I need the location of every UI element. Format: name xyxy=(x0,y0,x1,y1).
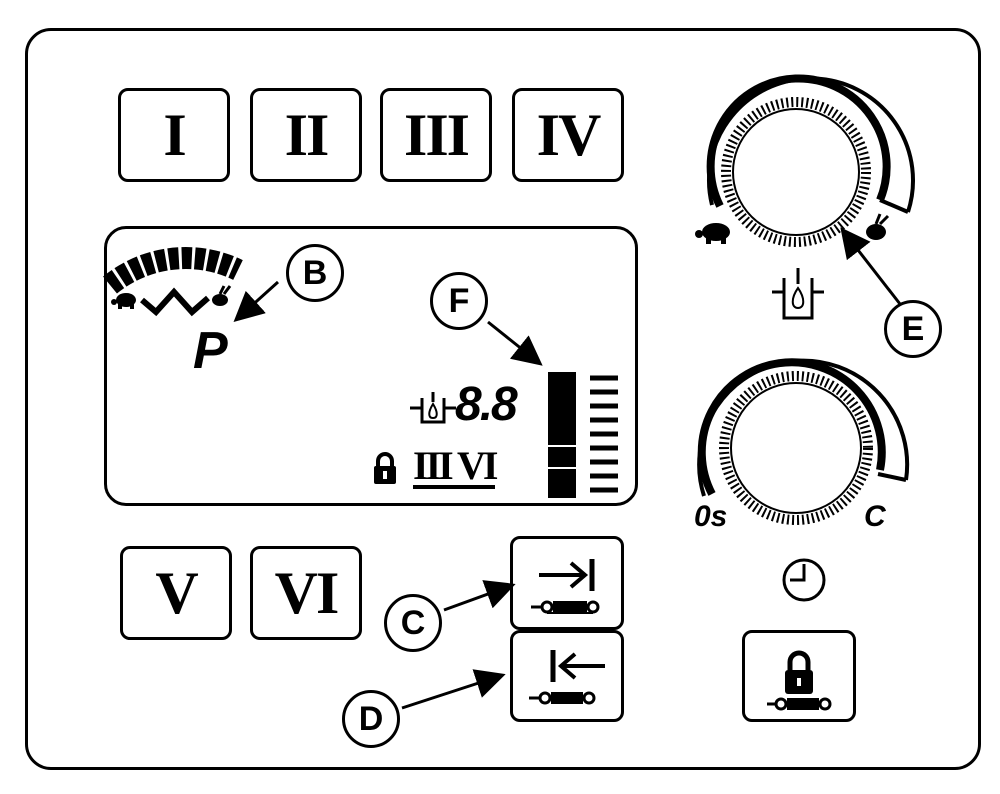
speed-bar-gauge xyxy=(103,247,243,294)
rabbit-icon xyxy=(212,285,232,306)
rabbit-icon xyxy=(866,213,890,240)
program-button-2[interactable]: II xyxy=(250,88,362,182)
turtle-icon xyxy=(695,223,730,244)
speed-dial[interactable] xyxy=(706,74,915,247)
lock-button[interactable] xyxy=(742,630,856,722)
program-button-1-label: I xyxy=(163,102,186,168)
program-button-2-label: II xyxy=(284,102,330,168)
control-panel xyxy=(25,28,981,770)
callout-f: F xyxy=(430,272,488,330)
program-button-5-label: V xyxy=(155,560,198,626)
program-button-5[interactable]: V xyxy=(120,546,232,640)
arrow-left-bar-icon xyxy=(529,650,605,705)
pressure-icon xyxy=(772,268,824,320)
program-button-6[interactable]: VI xyxy=(250,546,362,640)
callout-e: E xyxy=(884,300,942,358)
lcd-display: P 8.8 III VI xyxy=(104,226,638,506)
cylinder-icon xyxy=(531,600,600,614)
program-button-4[interactable]: IV xyxy=(512,88,624,182)
time-dial-max-label: C xyxy=(864,500,886,533)
program-button-3[interactable]: III xyxy=(380,88,492,182)
callout-d: D xyxy=(342,690,400,748)
level-bar-graph xyxy=(548,372,618,498)
jog-retract-button[interactable] xyxy=(510,630,624,722)
program-button-4-label: IV xyxy=(536,102,602,168)
time-dial-min-label: 0s xyxy=(694,500,728,533)
lock-icon xyxy=(374,452,396,484)
locked-programs: III VI xyxy=(413,443,498,489)
program-button-6-label: VI xyxy=(274,560,340,626)
callout-c: C xyxy=(384,594,442,652)
program-button-3-label: III xyxy=(403,102,470,168)
arrow-right-bar-icon xyxy=(531,559,600,614)
time-dial[interactable] xyxy=(697,358,910,525)
program-button-1[interactable]: I xyxy=(118,88,230,182)
wave-icon xyxy=(140,287,210,317)
jog-advance-button[interactable] xyxy=(510,536,624,630)
turtle-icon xyxy=(111,293,136,309)
program-letter: P xyxy=(193,322,228,380)
lock-icon xyxy=(767,650,832,711)
clock-icon xyxy=(782,558,826,602)
callout-b: B xyxy=(286,244,344,302)
pressure-icon xyxy=(410,392,456,424)
pressure-readout: 8.8 xyxy=(455,378,518,431)
